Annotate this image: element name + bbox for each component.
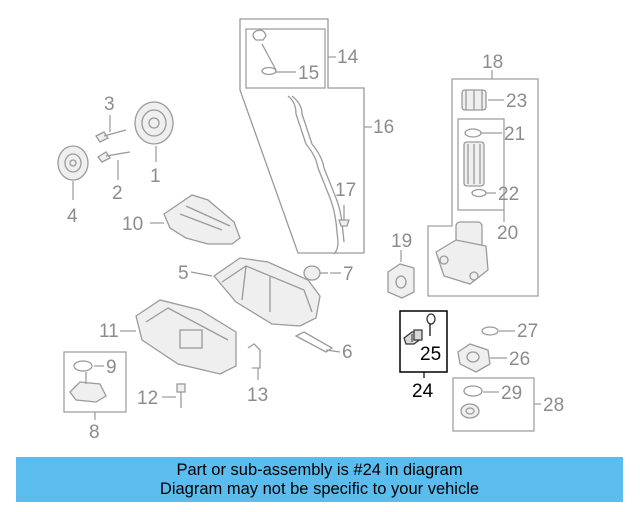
box-20 bbox=[457, 118, 505, 211]
callout-21: 21 bbox=[504, 124, 525, 145]
parts-diagram: 14 15 16 17 3 1 2 4 10 5 bbox=[57, 18, 564, 443]
thermostat bbox=[460, 385, 483, 419]
callout-25: 25 bbox=[420, 344, 441, 365]
callout-27: 27 bbox=[517, 321, 538, 342]
callout-4: 4 bbox=[67, 206, 78, 227]
dipstick-tube-assembly bbox=[239, 18, 365, 255]
gasket-strip bbox=[294, 331, 334, 353]
callout-7: 7 bbox=[343, 264, 354, 285]
box-18 bbox=[427, 78, 539, 297]
banner-line-1: Part or sub-assembly is #24 in diagram bbox=[176, 461, 463, 479]
o-ring-27 bbox=[481, 326, 499, 336]
oil-pump-pickup bbox=[69, 360, 107, 403]
callout-17: 17 bbox=[335, 180, 356, 201]
banner-line-2: Diagram may not be specific to your vehi… bbox=[159, 480, 480, 498]
callout-29: 29 bbox=[501, 383, 522, 404]
callout-5: 5 bbox=[178, 263, 189, 284]
callout-2: 2 bbox=[112, 183, 123, 204]
drain-plug bbox=[303, 265, 328, 281]
crankshaft-pulley-group bbox=[57, 101, 174, 181]
callout-14: 14 bbox=[337, 47, 359, 68]
callout-3: 3 bbox=[104, 94, 115, 115]
callout-24: 24 bbox=[412, 381, 434, 402]
callout-20: 20 bbox=[497, 223, 518, 244]
callout-23: 23 bbox=[506, 91, 527, 112]
oil-baffle bbox=[163, 194, 241, 245]
upper-oil-pan bbox=[213, 257, 321, 327]
box-8 bbox=[63, 351, 127, 413]
filter-element bbox=[463, 128, 487, 198]
callout-9: 9 bbox=[106, 357, 117, 378]
pan-bolt bbox=[176, 383, 186, 408]
callout-10: 10 bbox=[122, 214, 143, 235]
callout-16: 16 bbox=[373, 117, 394, 138]
callout-22: 22 bbox=[498, 184, 519, 205]
filter-cap bbox=[461, 89, 487, 111]
callout-12: 12 bbox=[137, 388, 158, 409]
callout-11: 11 bbox=[99, 321, 119, 342]
callout-8: 8 bbox=[89, 422, 100, 443]
callout-6: 6 bbox=[342, 342, 353, 363]
callout-26: 26 bbox=[509, 349, 530, 370]
callout-13: 13 bbox=[247, 385, 268, 406]
thermostat-housing bbox=[457, 343, 491, 373]
mounting-bracket bbox=[247, 343, 261, 369]
callout-18: 18 bbox=[482, 52, 503, 73]
callout-1: 1 bbox=[150, 166, 161, 187]
leader-6 bbox=[325, 349, 341, 353]
info-banner: Part or sub-assembly is #24 in diagram D… bbox=[16, 457, 623, 502]
filter-housing bbox=[435, 221, 489, 285]
lower-oil-pan bbox=[135, 299, 237, 375]
callout-15: 15 bbox=[298, 63, 319, 84]
callout-19: 19 bbox=[391, 231, 412, 252]
oil-pressure-sensor bbox=[403, 313, 436, 345]
callout-28: 28 bbox=[543, 395, 564, 416]
leader-5 bbox=[190, 271, 213, 277]
oil-cooler-adapter bbox=[387, 263, 415, 299]
